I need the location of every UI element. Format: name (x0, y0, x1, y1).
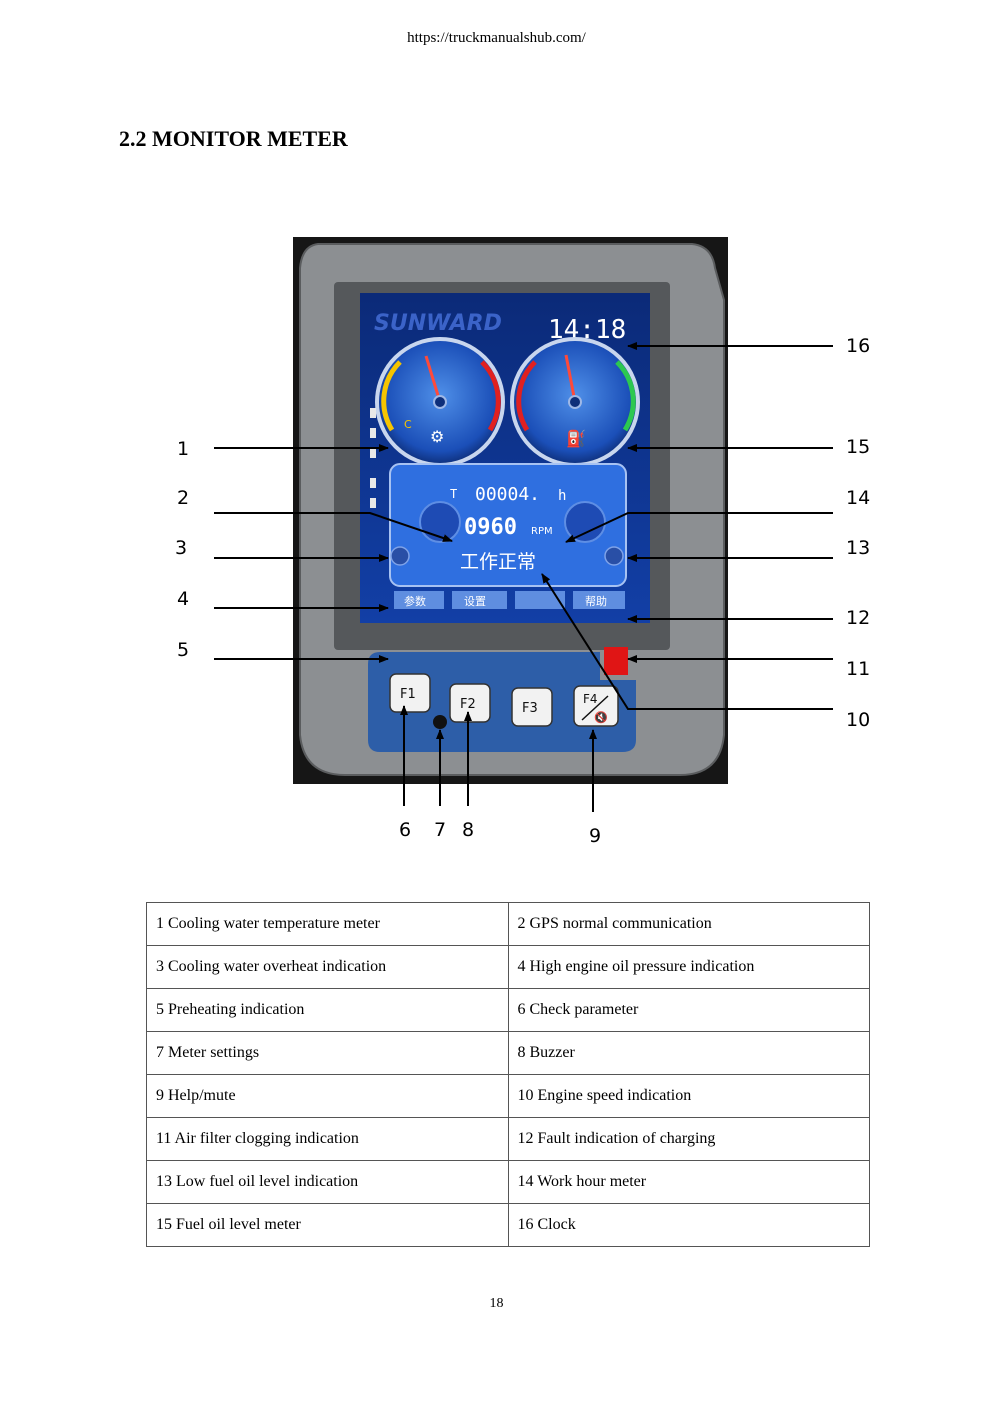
legend-cell: 11 Air filter clogging indication (146, 1117, 509, 1161)
callout-7: 7 (434, 819, 446, 841)
key-f1[interactable]: F1 (389, 673, 431, 713)
table-row: 7 Meter settings 8 Buzzer (146, 1031, 870, 1075)
legend-cell: 14 Work hour meter (507, 1160, 870, 1204)
menu-item-2-label: 设置 (464, 595, 486, 608)
callout-lines (214, 342, 833, 812)
key-f3-label: F3 (522, 701, 538, 716)
table-row: 15 Fuel oil level meter 16 Clock (146, 1203, 870, 1247)
callout-8: 8 (462, 819, 474, 841)
callout-6: 6 (399, 819, 411, 841)
key-f3[interactable]: F3 (511, 687, 553, 727)
callout-3: 3 (175, 537, 187, 559)
legend-cell: 6 Check parameter (507, 988, 870, 1032)
table-row: 9 Help/mute 10 Engine speed indication (146, 1074, 870, 1118)
legend-cell: 4 High engine oil pressure indication (507, 945, 870, 989)
legend-cell: 1 Cooling water temperature meter (146, 902, 509, 946)
table-row: 1 Cooling water temperature meter 2 GPS … (146, 902, 870, 946)
hour-meter-unit: h (558, 488, 566, 504)
menu-bar: 参数 设置 帮助 (394, 591, 625, 609)
gps-indicator (419, 501, 461, 543)
legend-cell: 2 GPS normal communication (507, 902, 870, 946)
rpm-value: 0960 (464, 515, 517, 540)
page-number: 18 (489, 1296, 504, 1311)
overheat-indicator (390, 546, 410, 566)
menu-item-1-label: 参数 (404, 594, 426, 608)
keypad-panel (368, 652, 636, 752)
callout-5: 5 (177, 639, 189, 661)
rpm-indicator (564, 501, 606, 543)
callout-12: 12 (846, 607, 870, 629)
callout-13: 13 (846, 537, 870, 559)
legend-cell: 9 Help/mute (146, 1074, 509, 1118)
key-f1-label: F1 (400, 687, 416, 702)
callout-4: 4 (177, 588, 189, 610)
left-indicator-strip (370, 408, 376, 508)
hour-meter-label: T (450, 487, 457, 501)
mute-icon: 🔇 (594, 711, 608, 724)
legend-cell: 3 Cooling water overheat indication (146, 945, 509, 989)
section-title: 2.2 MONITOR METER (119, 126, 348, 151)
table-row: 3 Cooling water overheat indication 4 Hi… (146, 945, 870, 989)
table-row: 11 Air filter clogging indication 12 Fau… (146, 1117, 870, 1161)
callout-9: 9 (589, 825, 601, 847)
air-filter-alarm-lamp (604, 647, 628, 675)
fuel-gauge: ⛽ (510, 337, 640, 467)
fuel-pump-icon: ⛽ (566, 429, 586, 448)
menu-item-2[interactable] (452, 591, 507, 609)
brand-logo: SUNWARD (374, 311, 502, 336)
table-row: 5 Preheating indication 6 Check paramete… (146, 988, 870, 1032)
legend-cell: 10 Engine speed indication (507, 1074, 870, 1118)
monitor-meter-figure: SUNWARD 14:18 C ⚙ ⛽ T 00004. h 0960 RPM … (175, 237, 870, 847)
rpm-unit: RPM (531, 526, 553, 537)
menu-item-4-label: 帮助 (585, 594, 607, 608)
info-panel (389, 463, 627, 587)
menu-item-4[interactable] (573, 591, 625, 609)
header-url[interactable]: https://truckmanualshub.com/ (407, 30, 586, 46)
callout-16: 16 (846, 335, 870, 357)
hour-meter-value: 00004. (475, 484, 540, 505)
legend-cell: 16 Clock (507, 1203, 870, 1247)
callout-15: 15 (846, 436, 870, 458)
legend-cell: 8 Buzzer (507, 1031, 870, 1075)
menu-item-1[interactable] (394, 591, 444, 609)
temperature-gauge: C ⚙ (375, 337, 505, 467)
legend-cell: 7 Meter settings (146, 1031, 509, 1075)
key-f2-label: F2 (460, 697, 476, 712)
callout-2: 2 (177, 487, 189, 509)
legend-cell: 13 Low fuel oil level indication (146, 1160, 509, 1204)
engine-icon: ⚙ (430, 427, 444, 446)
key-f4[interactable]: F4 🔇 (573, 685, 619, 727)
temperature-gauge-label: C (404, 418, 412, 431)
menu-item-3[interactable] (515, 591, 565, 609)
legend-table: 1 Cooling water temperature meter 2 GPS … (146, 902, 870, 1247)
callout-10: 10 (846, 709, 870, 731)
key-f2[interactable]: F2 (449, 683, 491, 723)
key-f4-label: F4 (583, 692, 598, 706)
low-fuel-indicator (604, 546, 624, 566)
buzzer-hole (433, 715, 447, 729)
callout-11: 11 (846, 658, 870, 680)
legend-cell: 5 Preheating indication (146, 988, 509, 1032)
legend-cell: 12 Fault indication of charging (507, 1117, 870, 1161)
callout-14: 14 (846, 487, 870, 509)
callout-1: 1 (177, 438, 189, 460)
legend-cell: 15 Fuel oil level meter (146, 1203, 509, 1247)
table-row: 13 Low fuel oil level indication 14 Work… (146, 1160, 870, 1204)
status-text: 工作正常 (460, 551, 536, 573)
